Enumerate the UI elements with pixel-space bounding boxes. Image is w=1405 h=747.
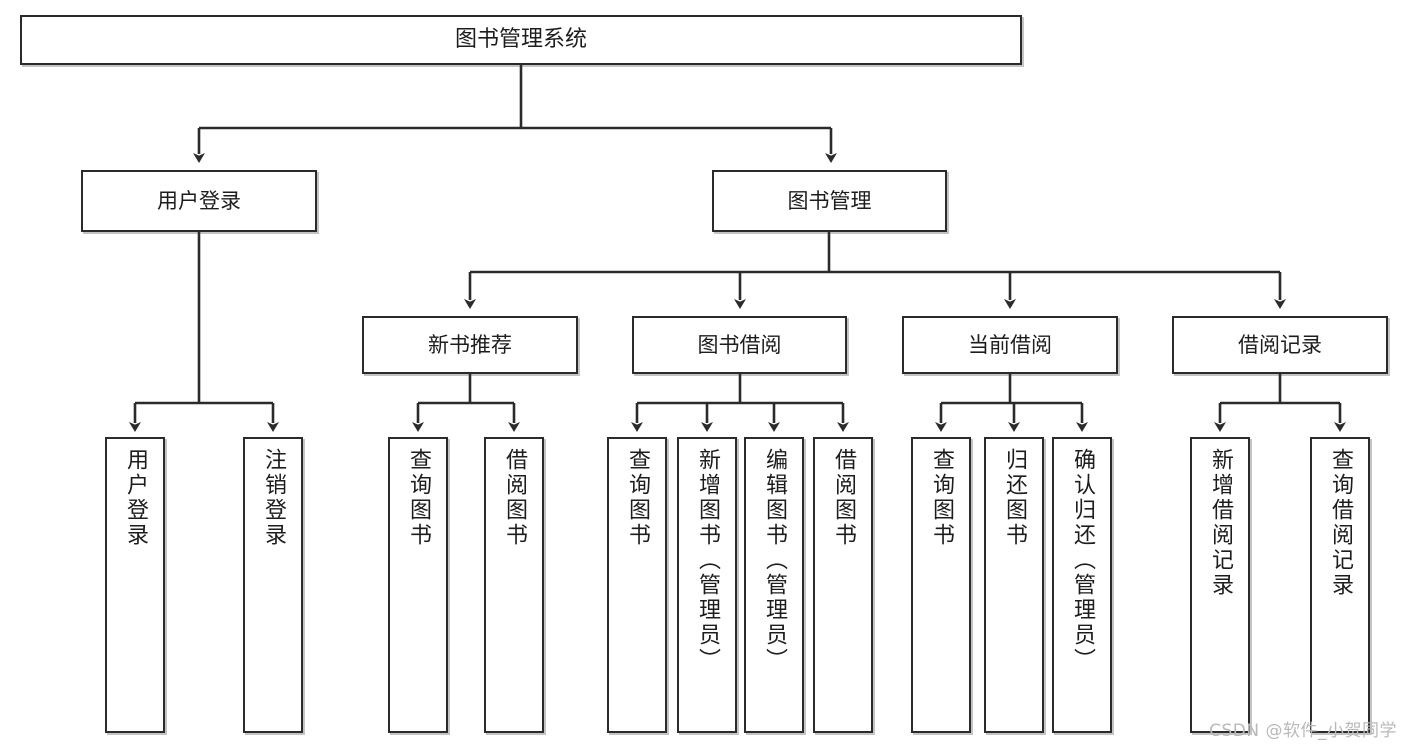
node-leaf-borrow-book-2[interactable]: 借阅图书	[813, 437, 873, 733]
node-leaf-query-record[interactable]: 查询借阅记录	[1310, 437, 1370, 733]
node-leaf-borrow-book-2-label: 借阅图书	[831, 448, 856, 548]
node-root[interactable]: 图书管理系统	[20, 15, 1022, 65]
node-leaf-query-book-2[interactable]: 查询图书	[607, 437, 667, 733]
node-leaf-add-book[interactable]: 新增图书（管理员）	[677, 437, 737, 733]
node-book-manage[interactable]: 图书管理	[712, 170, 947, 232]
node-leaf-query-book-1-label: 查询图书	[406, 448, 431, 548]
node-leaf-query-book-3-label: 查询图书	[929, 448, 954, 548]
node-book-manage-label: 图书管理	[787, 188, 872, 213]
node-leaf-add-record[interactable]: 新增借阅记录	[1190, 437, 1250, 733]
node-new-book-rec-label: 新书推荐	[428, 332, 512, 357]
node-leaf-confirm-return[interactable]: 确认归还（管理员）	[1052, 437, 1112, 733]
node-root-label: 图书管理系统	[454, 27, 587, 53]
node-book-borrow-label: 图书借阅	[697, 332, 782, 357]
node-user-login[interactable]: 用户登录	[81, 170, 317, 232]
node-current-borrow-label: 当前借阅	[968, 332, 1052, 357]
node-leaf-user-login-label: 用户登录	[123, 448, 148, 548]
node-leaf-user-login[interactable]: 用户登录	[105, 437, 165, 733]
node-leaf-return-book-label: 归还图书	[1002, 448, 1027, 548]
node-book-borrow[interactable]: 图书借阅	[632, 316, 847, 374]
node-borrow-record[interactable]: 借阅记录	[1172, 316, 1388, 374]
node-leaf-query-record-label: 查询借阅记录	[1328, 448, 1353, 598]
node-leaf-borrow-book-1-label: 借阅图书	[502, 448, 527, 548]
node-current-borrow[interactable]: 当前借阅	[902, 316, 1118, 374]
node-leaf-edit-book-label: 编辑图书（管理员）	[762, 448, 787, 673]
node-leaf-confirm-return-label: 确认归还（管理员）	[1070, 448, 1095, 673]
node-user-login-label: 用户登录	[157, 188, 241, 213]
node-leaf-query-book-1[interactable]: 查询图书	[388, 437, 448, 733]
node-borrow-record-label: 借阅记录	[1238, 332, 1322, 357]
node-leaf-add-book-label: 新增图书（管理员）	[695, 448, 720, 673]
node-leaf-borrow-book-1[interactable]: 借阅图书	[484, 437, 544, 733]
node-leaf-user-logout-label: 注销登录	[261, 448, 286, 548]
node-leaf-add-record-label: 新增借阅记录	[1208, 448, 1233, 598]
node-leaf-query-book-3[interactable]: 查询图书	[911, 437, 971, 733]
node-leaf-query-book-2-label: 查询图书	[625, 448, 650, 548]
watermark-text: CSDN @软件_小贺同学	[1209, 721, 1397, 741]
node-new-book-rec[interactable]: 新书推荐	[362, 316, 578, 374]
node-leaf-user-logout[interactable]: 注销登录	[243, 437, 303, 733]
node-leaf-return-book[interactable]: 归还图书	[984, 437, 1044, 733]
node-leaf-edit-book[interactable]: 编辑图书（管理员）	[744, 437, 804, 733]
